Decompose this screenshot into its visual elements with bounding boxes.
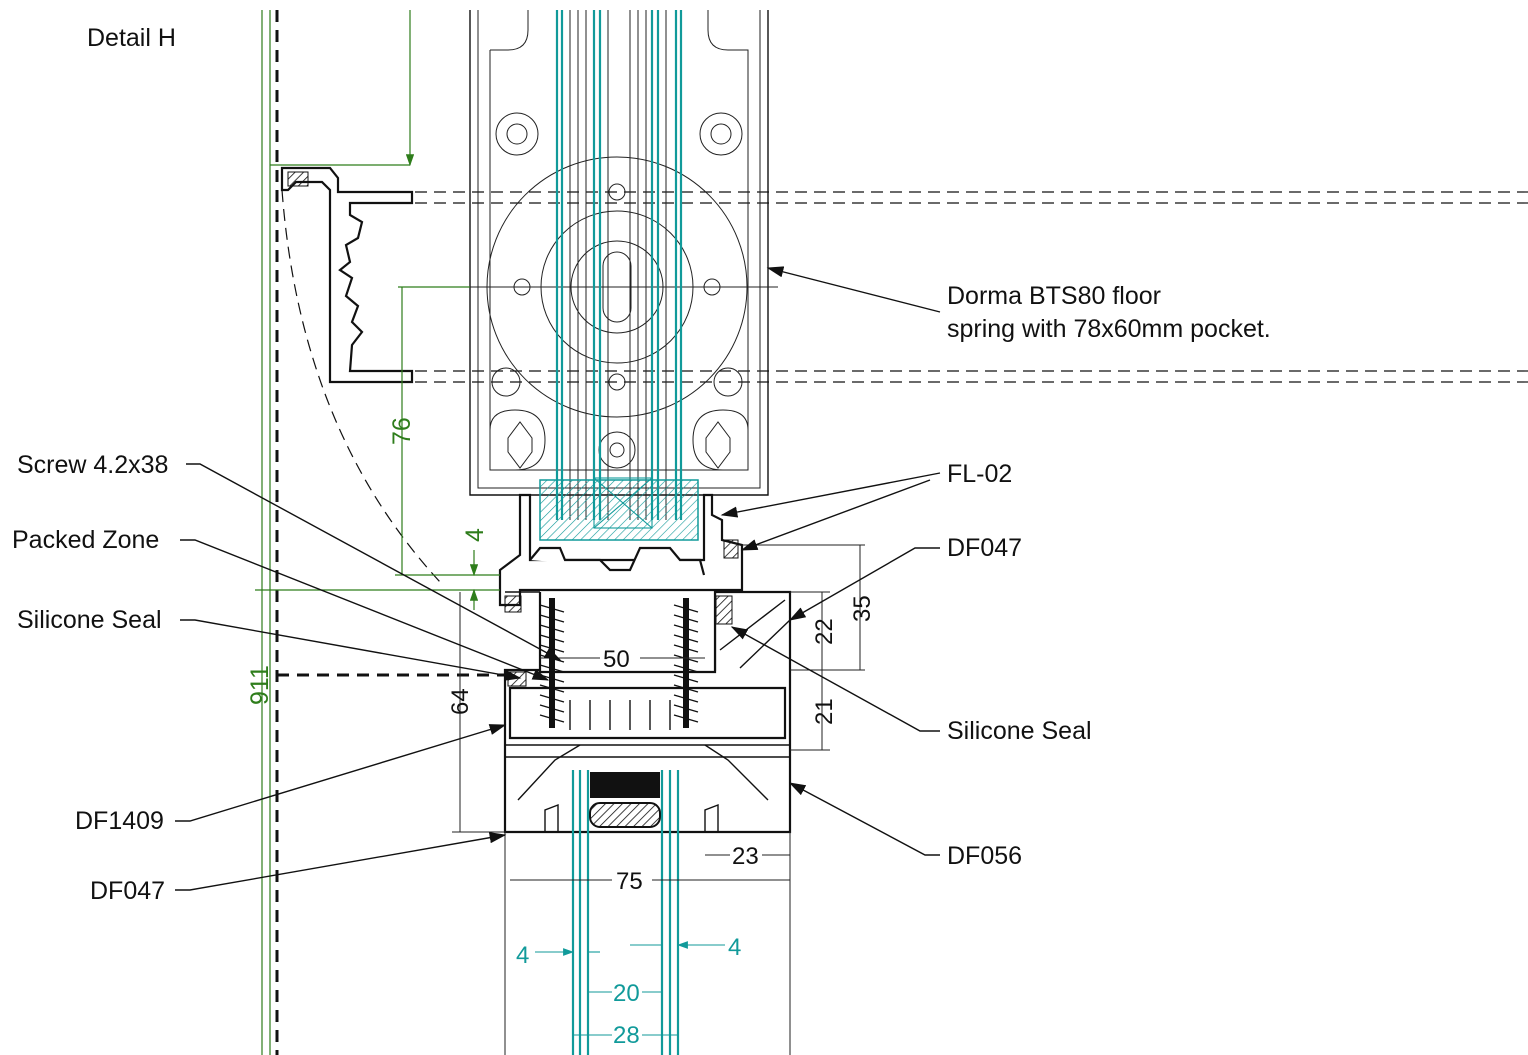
fl02-profile: [498, 493, 744, 613]
callout-packed-zone: Packed Zone: [12, 526, 159, 554]
dim-76: 76: [388, 417, 416, 445]
main-frame-profiles: [503, 590, 792, 1055]
floor-channel-profile: [280, 166, 414, 384]
dim-50: 50: [603, 646, 630, 673]
callout-df056: DF056: [947, 842, 1022, 870]
callout-dorma-line1: Dorma BTS80 floor: [947, 282, 1161, 310]
dim-4-left: 4: [516, 942, 529, 969]
dim-23: 23: [732, 843, 759, 870]
callout-silicone-seal-right: Silicone Seal: [947, 717, 1092, 745]
floor-pocket-lines: [415, 191, 1528, 383]
glass-door-panes: [539, 10, 699, 541]
dim-22: 22: [811, 618, 838, 645]
callout-silicone-seal-left: Silicone Seal: [17, 606, 162, 634]
callout-dorma-line2: spring with 78x60mm pocket.: [947, 315, 1271, 343]
dim-20: 20: [613, 980, 640, 1007]
dim-35: 35: [849, 595, 876, 622]
green-dimensions: [255, 10, 500, 610]
black-dimensions: [452, 544, 865, 881]
dim-4-right: 4: [728, 934, 741, 961]
dim-75: 75: [616, 868, 643, 895]
callout-df047-right: DF047: [947, 534, 1022, 562]
dim-911: 911: [246, 665, 274, 705]
reference-lines: [261, 10, 505, 1055]
callout-fl02: FL-02: [947, 460, 1012, 488]
leader-lines: [175, 266, 941, 891]
dim-28: 28: [613, 1022, 640, 1049]
callout-df047-left: DF047: [90, 877, 165, 905]
detail-title: Detail H: [87, 24, 176, 52]
floor-spring-body: [400, 10, 778, 496]
teal-dimensions: [535, 941, 725, 1036]
dim-64: 64: [447, 688, 474, 715]
dim-21: 21: [811, 698, 838, 725]
callout-screw: Screw 4.2x38: [17, 451, 168, 479]
screws: [539, 598, 699, 728]
dim-4-vertical: 4: [461, 528, 489, 542]
callout-df1409: DF1409: [75, 807, 164, 835]
